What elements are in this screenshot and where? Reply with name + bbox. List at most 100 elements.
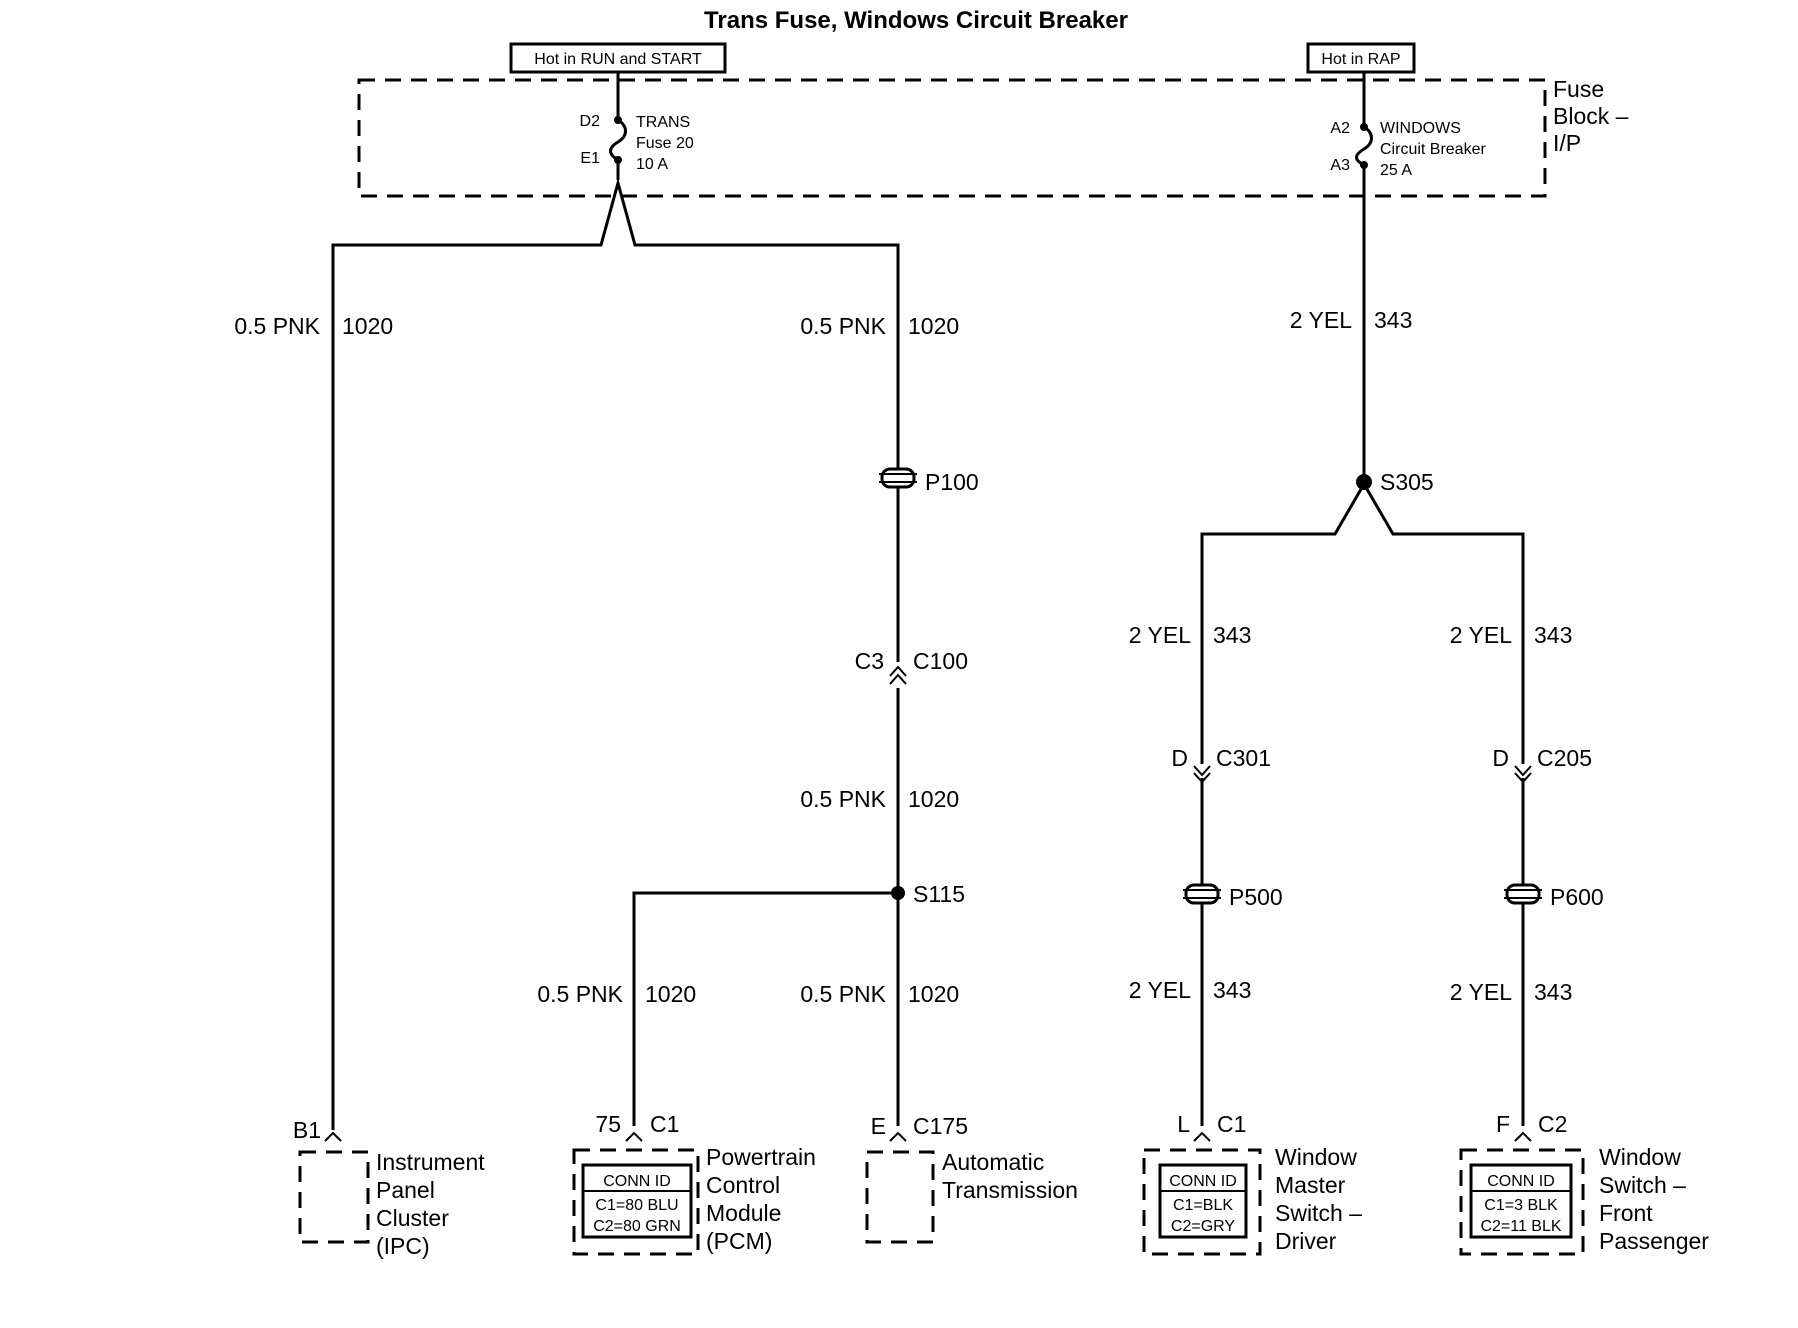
p100-label: P100 [925, 469, 979, 495]
p500-label: P500 [1229, 884, 1283, 910]
pass-through-p100: P100 [879, 467, 979, 495]
trans-fuse-pin-e1: E1 [580, 150, 600, 167]
trans-fuse-label-1: TRANS [636, 114, 690, 131]
trans-pin-label: E [871, 1113, 886, 1139]
component-window-master-switch-driver: L C1 CONN ID C1=BLK C2=GRY Window Master… [1142, 1111, 1362, 1256]
hot-rap-label: Hot in RAP [1306, 42, 1416, 74]
wire-pas-upper-circuit: 343 [1534, 622, 1572, 648]
wire-trunk-upper-size: 0.5 PNK [800, 313, 886, 339]
pcm-connid-row-1: C1=80 BLU [595, 1197, 678, 1214]
pcm-pin-label: 75 [595, 1111, 621, 1137]
c205-label: C205 [1537, 745, 1592, 771]
driver-name-1: Window [1275, 1144, 1357, 1170]
wire-drv-upper-size: 2 YEL [1129, 622, 1191, 648]
c301-label: C301 [1216, 745, 1271, 771]
breaker-label-2: Circuit Breaker [1380, 141, 1486, 158]
breaker-pin-a3: A3 [1330, 157, 1350, 174]
wire-trunk-mid-circuit: 1020 [908, 786, 959, 812]
ipc-name-3: Cluster [376, 1205, 449, 1231]
trans-fuse: D2 E1 TRANS Fuse 20 10 A [580, 72, 694, 173]
wire-pcm-size: 0.5 PNK [537, 981, 623, 1007]
trans-name-1: Automatic [942, 1149, 1044, 1175]
c100-pin-label: C3 [855, 648, 884, 674]
passenger-connid-row-2: C2=11 BLK [1480, 1218, 1561, 1235]
trans-fuse-label-3: 10 A [636, 156, 668, 173]
connector-c100: C3 C100 [855, 648, 968, 685]
hot-run-start-text: Hot in RUN and START [534, 51, 702, 68]
wire-pas-upper-size: 2 YEL [1450, 622, 1512, 648]
wire-trans-circuit: 1020 [908, 981, 959, 1007]
component-ipc: B1 Instrument Panel Cluster (IPC) [293, 1117, 485, 1259]
diagram-title: Trans Fuse, Windows Circuit Breaker [704, 7, 1128, 34]
passenger-name-2: Switch – [1599, 1172, 1686, 1198]
driver-connid-row-1: C1=BLK [1173, 1197, 1233, 1214]
trans-fuse-pin-d2: D2 [580, 113, 601, 130]
component-automatic-transmission: E C175 Automatic Transmission [865, 1113, 1078, 1244]
component-window-switch-front-passenger: F C2 CONN ID C1=3 BLK C2=11 BLK Window S… [1459, 1111, 1709, 1256]
pcm-connid-row-2: C2=80 GRN [593, 1218, 681, 1235]
wire-drv-lower-size: 2 YEL [1129, 977, 1191, 1003]
fuse-block-outline [357, 78, 1547, 198]
hot-run-start-label: Hot in RUN and START [509, 42, 727, 74]
wire-pcm-circuit: 1020 [645, 981, 696, 1007]
driver-connid-header: CONN ID [1169, 1173, 1237, 1190]
passenger-conn-label: C2 [1538, 1111, 1567, 1137]
windows-circuit-breaker: A2 A3 WINDOWS Circuit Breaker 25 A [1330, 72, 1486, 179]
wire-yel-main-size: 2 YEL [1290, 307, 1352, 333]
wire-pas-lower-size: 2 YEL [1450, 979, 1512, 1005]
circuit-1020-wiring [331, 160, 900, 1130]
wire-ipc-circuit: 1020 [342, 313, 393, 339]
trans-fuse-label-2: Fuse 20 [636, 135, 694, 152]
trans-name-2: Transmission [942, 1177, 1078, 1203]
wire-ipc-size: 0.5 PNK [234, 313, 320, 339]
fuse-block-label-2: Block – [1553, 103, 1629, 129]
ipc-name-4: (IPC) [376, 1233, 430, 1259]
breaker-pin-a2: A2 [1330, 120, 1350, 137]
driver-connid-row-2: C2=GRY [1171, 1218, 1236, 1235]
driver-name-3: Switch – [1275, 1200, 1362, 1226]
wire-pas-lower-circuit: 343 [1534, 979, 1572, 1005]
c205-pin-label: D [1492, 745, 1509, 771]
pass-through-p600: P600 [1504, 883, 1604, 910]
pcm-name-1: Powertrain [706, 1144, 816, 1170]
wire-drv-lower-circuit: 343 [1213, 977, 1251, 1003]
pcm-name-3: Module [706, 1200, 781, 1226]
s305-label: S305 [1380, 469, 1434, 495]
passenger-connid-row-1: C1=3 BLK [1484, 1197, 1558, 1214]
connector-c301: D C301 [1171, 745, 1271, 784]
fuse-block-label-3: I/P [1553, 130, 1581, 156]
passenger-connid-header: CONN ID [1487, 1173, 1555, 1190]
trans-conn-label: C175 [913, 1113, 968, 1139]
wire-trunk-upper-circuit: 1020 [908, 313, 959, 339]
passenger-name-1: Window [1599, 1144, 1681, 1170]
component-pcm: 75 C1 CONN ID C1=80 BLU C2=80 GRN Powert… [572, 1111, 816, 1256]
pass-through-p500: P500 [1183, 883, 1283, 910]
wire-trans-size: 0.5 PNK [800, 981, 886, 1007]
splice-s115: S115 [891, 881, 965, 907]
fuse-block-label-1: Fuse [1553, 76, 1604, 102]
hot-rap-text: Hot in RAP [1321, 51, 1400, 68]
wire-yel-main-circuit: 343 [1374, 307, 1412, 333]
driver-name-2: Master [1275, 1172, 1346, 1198]
driver-pin-label: L [1177, 1111, 1190, 1137]
p600-label: P600 [1550, 884, 1604, 910]
c100-label: C100 [913, 648, 968, 674]
pcm-name-4: (PCM) [706, 1228, 772, 1254]
c301-pin-label: D [1171, 745, 1188, 771]
passenger-pin-label: F [1496, 1111, 1510, 1137]
connector-c205: D C205 [1492, 745, 1592, 784]
s115-label: S115 [913, 881, 965, 907]
passenger-name-3: Front [1599, 1200, 1653, 1226]
ipc-name-1: Instrument [376, 1149, 485, 1175]
breaker-label-3: 25 A [1380, 162, 1412, 179]
wire-drv-upper-circuit: 343 [1213, 622, 1251, 648]
driver-conn-label: C1 [1217, 1111, 1246, 1137]
pcm-name-2: Control [706, 1172, 780, 1198]
passenger-name-4: Passenger [1599, 1228, 1709, 1254]
ipc-name-2: Panel [376, 1177, 435, 1203]
splice-s305: S305 [1356, 469, 1434, 495]
ipc-pin-label: B1 [293, 1117, 321, 1143]
driver-name-4: Driver [1275, 1228, 1337, 1254]
pcm-connid-header: CONN ID [603, 1173, 671, 1190]
